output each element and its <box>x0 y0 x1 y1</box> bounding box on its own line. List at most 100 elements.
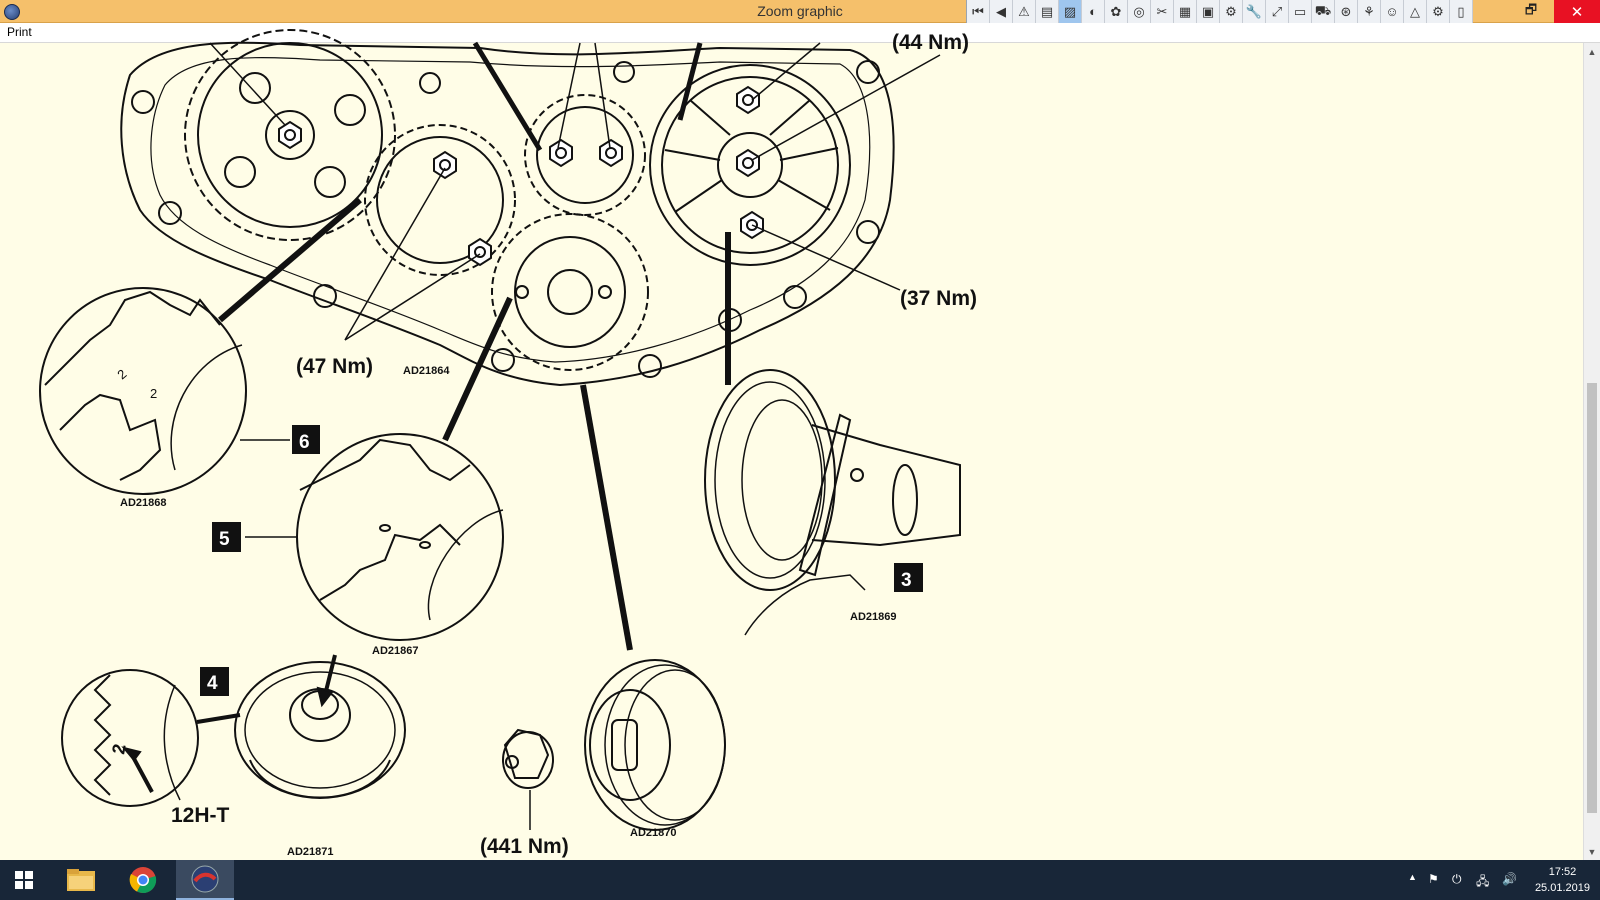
idler-gear <box>364 124 516 276</box>
detail-view-3 <box>704 369 961 636</box>
vehicle-button[interactable]: ✿ <box>1105 0 1128 23</box>
right-gear <box>649 64 851 266</box>
wrench-icon: 🔧 <box>1245 3 1263 19</box>
mark-label-12h-t: 12H-T <box>171 804 230 827</box>
battery-button[interactable]: ▯ <box>1450 0 1473 23</box>
restore-icon: 🗗 <box>1524 1 1538 17</box>
menu-print[interactable]: Print <box>7 25 32 39</box>
triangle-button[interactable]: △ <box>1404 0 1427 23</box>
gear-icon: ⚙ <box>1432 3 1444 19</box>
zoom-graphic-canvas[interactable]: 2 2 2 <box>0 29 1583 860</box>
folder-icon <box>67 869 95 891</box>
document-icon: ▤ <box>1040 3 1054 19</box>
bars-icon: ▦ <box>1178 3 1192 19</box>
wrench-button[interactable]: 🔧 <box>1243 0 1266 23</box>
first-button[interactable]: ⏮ <box>967 0 990 23</box>
graphic-toolbar: ⏮ ◀ ⚠ ▤ ▨ ◐ ✿ ◎ ✂ ▦ ▣ ⚙ 🔧 ⤢ ▭ ⛟ ⊛ ⚘ ☺ △ ⚙ ▯ <box>966 0 1473 23</box>
image-button[interactable]: ▨ <box>1059 0 1082 23</box>
clock-date: 25.01.2019 <box>1534 882 1590 894</box>
callout-3: 3 <box>901 570 912 591</box>
windows-taskbar: ▲ ⚑ ⏻ 🖧 🔊 17:52 25.01.2019 <box>0 860 1600 900</box>
frame-button[interactable]: ▭ <box>1289 0 1312 23</box>
chrome-icon <box>129 867 157 894</box>
menu-bar: Print <box>0 23 1600 43</box>
frame-icon: ▭ <box>1293 3 1307 19</box>
prev-icon: ◀ <box>996 3 1006 19</box>
crank-gear <box>491 213 649 371</box>
chrome-button[interactable] <box>114 860 172 900</box>
person-icon: ☺ <box>1385 4 1399 19</box>
volume-icon[interactable]: 🔊 <box>1502 872 1517 886</box>
power-icon[interactable]: ⏻ <box>1452 872 1462 886</box>
system-clock[interactable]: 17:52 25.01.2019 <box>1535 864 1590 896</box>
svg-text:2: 2 <box>108 742 129 755</box>
battery-icon: ▯ <box>1457 3 1465 19</box>
warning-button[interactable]: ⚠ <box>1013 0 1036 23</box>
tools-button[interactable]: ✂ <box>1151 0 1174 23</box>
action-flag-icon[interactable]: ⚑ <box>1428 872 1439 886</box>
ref-ad21868: AD21868 <box>120 497 166 509</box>
bars-button[interactable]: ▦ <box>1174 0 1197 23</box>
file-explorer-button[interactable] <box>52 860 110 900</box>
start-button[interactable] <box>0 860 48 900</box>
clock-time: 17:52 <box>1548 866 1577 878</box>
ref-ad21864: AD21864 <box>403 365 450 377</box>
ref-ad21869: AD21869 <box>850 611 896 623</box>
torque-label-441: (441 Nm) <box>480 835 569 858</box>
close-icon: ✕ <box>1570 3 1584 21</box>
network-icon[interactable]: 🖧 <box>1476 874 1490 888</box>
person-button[interactable]: ☺ <box>1381 0 1404 23</box>
terminal-icon: ▣ <box>1201 3 1215 19</box>
close-button[interactable]: ✕ <box>1554 0 1600 23</box>
ref-ad21871: AD21871 <box>287 846 333 858</box>
car-icon: ⛟ <box>1314 2 1332 18</box>
restore-button[interactable]: 🗗 <box>1508 0 1554 23</box>
gauge-icon: ◎ <box>1133 3 1145 19</box>
small-top-gear <box>524 94 646 216</box>
app-logo-icon[interactable] <box>4 4 20 20</box>
first-icon: ⏮ <box>972 3 984 19</box>
component-icon: ◐ <box>1089 4 1097 19</box>
terminal-button[interactable]: ▣ <box>1197 0 1220 23</box>
crank-pulley <box>584 659 726 831</box>
timing-gear-12h <box>234 654 406 799</box>
engine-icon: ⚙ <box>1225 3 1237 19</box>
torque-label-47: (47 Nm) <box>296 355 373 378</box>
window-title: Zoom graphic <box>757 3 843 19</box>
diagnostic-app-button[interactable] <box>176 860 234 900</box>
gear-button[interactable]: ⚙ <box>1427 0 1450 23</box>
crank-bolt <box>502 728 554 830</box>
gauge-button[interactable]: ◎ <box>1128 0 1151 23</box>
steering-icon: ⚘ <box>1363 3 1375 19</box>
diagnostic-app-icon <box>191 865 219 893</box>
ref-ad21867: AD21867 <box>372 645 418 657</box>
steering-button[interactable]: ⚘ <box>1358 0 1381 23</box>
car-button[interactable]: ⛟ <box>1312 0 1335 23</box>
scroll-down-icon[interactable]: ▼ <box>1587 846 1597 857</box>
ref-ad21870: AD21870 <box>630 827 676 839</box>
engine-button[interactable]: ⚙ <box>1220 0 1243 23</box>
vehicle-icon: ✿ <box>1110 3 1122 19</box>
expand-button[interactable]: ⤢ <box>1266 0 1289 23</box>
triangle-icon: △ <box>1410 3 1420 19</box>
warning-icon: ⚠ <box>1018 3 1030 19</box>
torque-label-top: (44 Nm) <box>892 31 969 54</box>
tray-expand-icon[interactable]: ▲ <box>1408 872 1417 882</box>
expand-icon: ⤢ <box>1271 3 1283 19</box>
component-button[interactable]: ◐ <box>1082 0 1105 23</box>
tools-icon: ✂ <box>1156 3 1168 19</box>
scroll-up-icon[interactable]: ▲ <box>1587 46 1597 57</box>
scroll-thumb[interactable] <box>1587 383 1597 813</box>
callout-4: 4 <box>207 673 218 694</box>
document-button[interactable]: ▤ <box>1036 0 1059 23</box>
detail-view-4 <box>61 669 199 807</box>
windows-logo-icon <box>15 871 33 889</box>
callout-5: 5 <box>219 529 230 550</box>
svg-text:2: 2 <box>150 386 157 401</box>
torque-label-37: (37 Nm) <box>900 287 977 310</box>
brake-button[interactable]: ⊛ <box>1335 0 1358 23</box>
timing-gear-diagram: 2 2 2 <box>39 29 977 858</box>
vertical-scrollbar[interactable]: ▲ ▼ <box>1583 43 1600 860</box>
brake-icon: ⊛ <box>1340 3 1352 19</box>
prev-button[interactable]: ◀ <box>990 0 1013 23</box>
